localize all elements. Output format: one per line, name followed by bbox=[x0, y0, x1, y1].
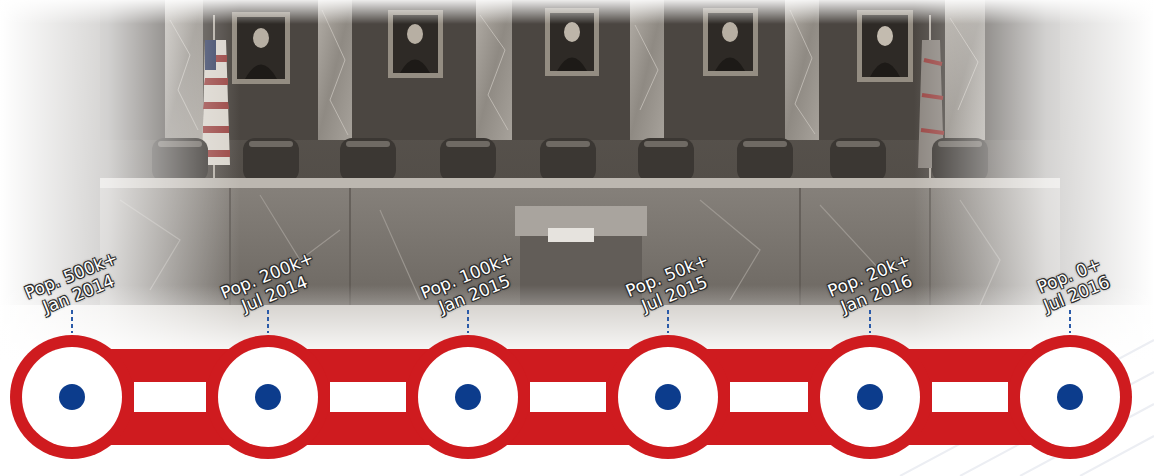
center-dot bbox=[59, 384, 85, 410]
chain-link-circle bbox=[606, 335, 730, 459]
judges-chairs bbox=[152, 138, 988, 182]
chain-bar bbox=[932, 397, 1008, 398]
center-dot bbox=[255, 384, 281, 410]
chain-bar-outer bbox=[730, 349, 808, 445]
chain-bar-stripe bbox=[530, 382, 606, 412]
tick-marks bbox=[72, 310, 1070, 333]
inner-disc bbox=[618, 347, 718, 447]
center-dot bbox=[455, 384, 481, 410]
inner-disc bbox=[218, 347, 318, 447]
outer-ring bbox=[1008, 335, 1132, 459]
chain-link-circle bbox=[10, 335, 134, 459]
chair-highlights bbox=[158, 141, 982, 147]
chain-link-circle bbox=[406, 335, 530, 459]
timeline-node: Pop. 50k+ Jul 2015 bbox=[606, 335, 730, 459]
center-dot bbox=[857, 384, 883, 410]
timeline-node: Pop. 100k+ Jan 2015 bbox=[406, 335, 530, 459]
center-dot bbox=[1057, 384, 1083, 410]
inner-disc bbox=[22, 347, 122, 447]
chain-bar-outer bbox=[134, 349, 206, 445]
outer-ring bbox=[206, 335, 330, 459]
chain-bar bbox=[730, 397, 808, 398]
outer-ring bbox=[10, 335, 134, 459]
chain-bar-outer bbox=[330, 349, 406, 445]
chain-link-circle bbox=[206, 335, 330, 459]
timeline-node: Pop. 500k+ Jan 2014 bbox=[10, 335, 134, 459]
chain-link-circle bbox=[1008, 335, 1132, 459]
chain-bar-stripe bbox=[730, 382, 808, 412]
outer-ring bbox=[606, 335, 730, 459]
timeline-node: Pop. 0+ Jul 2016 bbox=[1008, 335, 1132, 459]
inner-disc bbox=[1020, 347, 1120, 447]
chain-bar bbox=[134, 397, 206, 398]
timeline-node: Pop. 200k+ Jul 2014 bbox=[206, 335, 330, 459]
center-dot bbox=[655, 384, 681, 410]
chain-bar-outer bbox=[530, 349, 606, 445]
inner-disc bbox=[820, 347, 920, 447]
chain-bar bbox=[330, 397, 406, 398]
outer-ring bbox=[808, 335, 932, 459]
outer-ring bbox=[406, 335, 530, 459]
chain-bar-stripe bbox=[330, 382, 406, 412]
chain-bar-stripe bbox=[932, 382, 1008, 412]
chain-bar bbox=[530, 397, 606, 398]
chain-bar-stripe bbox=[134, 382, 206, 412]
chain-link-circle bbox=[808, 335, 932, 459]
timeline-node: Pop. 20k+ Jan 2016 bbox=[808, 335, 932, 459]
chain-bar-outer bbox=[932, 349, 1008, 445]
inner-disc bbox=[418, 347, 518, 447]
